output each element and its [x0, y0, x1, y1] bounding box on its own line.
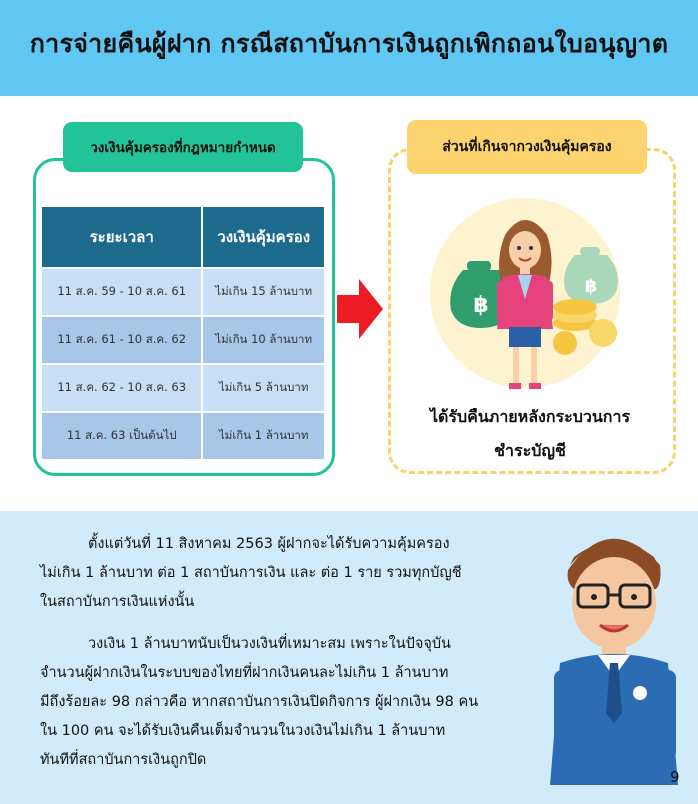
- caption-line: ชำระบัญชี: [494, 441, 566, 460]
- woman-with-money-illustration: ฿ ฿: [430, 198, 620, 389]
- text-line: ในสถาบันการเงินแห่งนั้น: [40, 594, 195, 610]
- text-line: ไม่เกิน 1 ล้านบาท ต่อ 1 สถาบันการเงิน แล…: [40, 565, 462, 581]
- table-header-row: ระยะเวลา วงเงินคุ้มครอง: [39, 205, 326, 269]
- column-header-period: ระยะเวลา: [39, 205, 204, 269]
- coverage-tab-label: วงเงินคุ้มครองที่กฎหมายกำหนด: [63, 122, 303, 172]
- text-line: วงเงิน 1 ล้านบาทนับเป็นวงเงินที่เหมาะสม …: [88, 636, 451, 652]
- baht-symbol: ฿: [585, 276, 598, 297]
- coverage-table: ระยะเวลา วงเงินคุ้มครอง 11 ส.ค. 59 - 10 …: [39, 205, 326, 461]
- text-line: จำนวนผู้ฝากเงินในระบบของไทยที่ฝากเงินคนล…: [40, 665, 449, 681]
- excess-caption: ได้รับคืนภายหลังกระบวนการ ชำระบัญชี: [390, 400, 670, 468]
- page-number: 9: [670, 768, 680, 786]
- rationale-paragraph: วงเงิน 1 ล้านบาทนับเป็นวงเงินที่เหมาะสม …: [40, 630, 520, 775]
- limit-cell: ไม่เกิน 1 ล้านบาท: [201, 411, 326, 461]
- coverage-paragraph: ตั้งแต่วันที่ 11 สิงหาคม 2563 ผู้ฝากจะได…: [40, 530, 520, 617]
- column-header-limit: วงเงินคุ้มครอง: [201, 205, 326, 269]
- right-arrow-icon: [337, 279, 383, 339]
- table-row: 11 ส.ค. 62 - 10 ส.ค. 63 ไม่เกิน 5 ล้านบา…: [39, 363, 326, 413]
- excess-tab-label: ส่วนที่เกินจากวงเงินคุ้มครอง: [407, 120, 647, 174]
- limit-cell: ไม่เกิน 15 ล้านบาท: [201, 267, 326, 317]
- text-line: ทันทีที่สถาบันการเงินถูกปิด: [40, 752, 207, 768]
- table-row: 11 ส.ค. 59 - 10 ส.ค. 61 ไม่เกิน 15 ล้านบ…: [39, 267, 326, 317]
- table-row: 11 ส.ค. 61 - 10 ส.ค. 62 ไม่เกิน 10 ล้านบ…: [39, 315, 326, 365]
- period-cell: 11 ส.ค. 61 - 10 ส.ค. 62: [39, 315, 204, 365]
- money-bag-icon: ฿: [450, 261, 512, 328]
- header-banner: การจ่ายคืนผู้ฝาก กรณีสถาบันการเงินถูกเพิ…: [0, 0, 698, 96]
- woman-figure: [497, 220, 553, 389]
- caption-line: ได้รับคืนภายหลังกระบวนการ: [429, 407, 631, 426]
- text-line: ตั้งแต่วันที่ 11 สิงหาคม 2563 ผู้ฝากจะได…: [88, 536, 450, 552]
- period-cell: 11 ส.ค. 63 เป็นต้นไป: [39, 411, 204, 461]
- text-line: ใน 100 คน จะได้รับเงินคืนเต็มจำนวนในวงเง…: [40, 723, 446, 739]
- baht-symbol: ฿: [473, 293, 488, 318]
- limit-cell: ไม่เกิน 5 ล้านบาท: [201, 363, 326, 413]
- coin-stack-icon: [553, 299, 617, 355]
- text-line: มีถึงร้อยละ 98 กล่าวคือ หากสถาบันการเงิน…: [40, 694, 479, 710]
- money-bag-icon: ฿: [564, 247, 618, 304]
- businessman-illustration: [550, 538, 678, 785]
- limit-cell: ไม่เกิน 10 ล้านบาท: [201, 315, 326, 365]
- period-cell: 11 ส.ค. 59 - 10 ส.ค. 61: [39, 267, 204, 317]
- page-title: การจ่ายคืนผู้ฝาก กรณีสถาบันการเงินถูกเพิ…: [29, 29, 669, 58]
- table-row: 11 ส.ค. 63 เป็นต้นไป ไม่เกิน 1 ล้านบาท: [39, 411, 326, 461]
- period-cell: 11 ส.ค. 62 - 10 ส.ค. 63: [39, 363, 204, 413]
